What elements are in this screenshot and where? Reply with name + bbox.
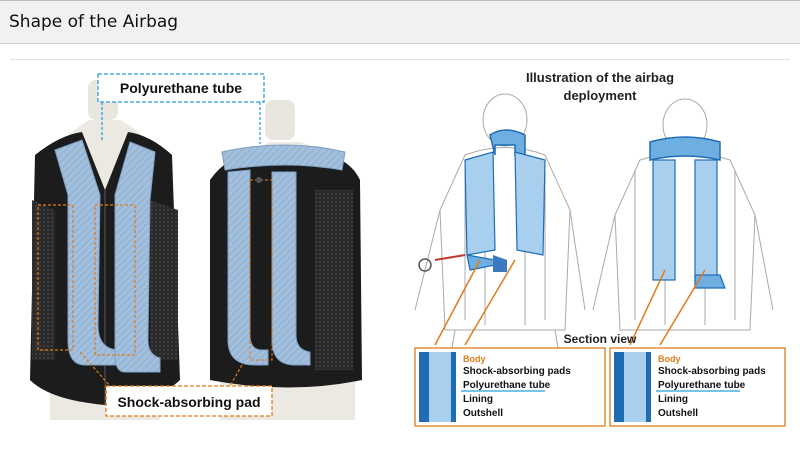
diagram-title-line2: deployment [564, 88, 638, 103]
legend-outshell: Outshell [463, 408, 503, 419]
section-panel-right: Body Shock-absorbing pads Polyurethane t… [609, 347, 786, 427]
legend-body-right: Body [658, 354, 681, 364]
section-view-label: Section view [564, 332, 637, 346]
page-title: Shape of the Airbag [9, 12, 179, 32]
legend-lining-right: Lining [658, 394, 688, 405]
figure-back [592, 98, 774, 331]
airbag-front [418, 129, 546, 272]
section-panel-left: Body Shock-absorbing pads Polyurethane t… [414, 347, 606, 427]
legend-body: Body [463, 354, 486, 364]
airbag-back [649, 136, 726, 289]
legend-tube-right: Polyurethane tube [658, 380, 746, 391]
front-vest [30, 132, 180, 405]
tube-callout-label: Polyurethane tube [120, 80, 242, 96]
tube-callout: Polyurethane tube [97, 73, 265, 144]
vest-photo: Polyurethane tube Shock-absorbing pad [30, 73, 362, 420]
pad-callout: Shock-absorbing pad [79, 351, 273, 417]
legend-pads: Shock-absorbing pads [463, 366, 571, 377]
page-header: Shape of the Airbag [0, 0, 800, 44]
deployment-diagram: Illustration of the airbag deployment [414, 70, 786, 427]
divider [10, 59, 790, 60]
legend-pads-right: Shock-absorbing pads [658, 366, 766, 377]
back-vest [210, 144, 362, 388]
legend-lining: Lining [463, 394, 493, 405]
pad-callout-label: Shock-absorbing pad [117, 394, 260, 410]
section-leaders [434, 259, 706, 346]
diagram-title-line1: Illustration of the airbag [526, 70, 674, 85]
legend-outshell-right: Outshell [658, 408, 698, 419]
legend-tube: Polyurethane tube [463, 380, 551, 391]
